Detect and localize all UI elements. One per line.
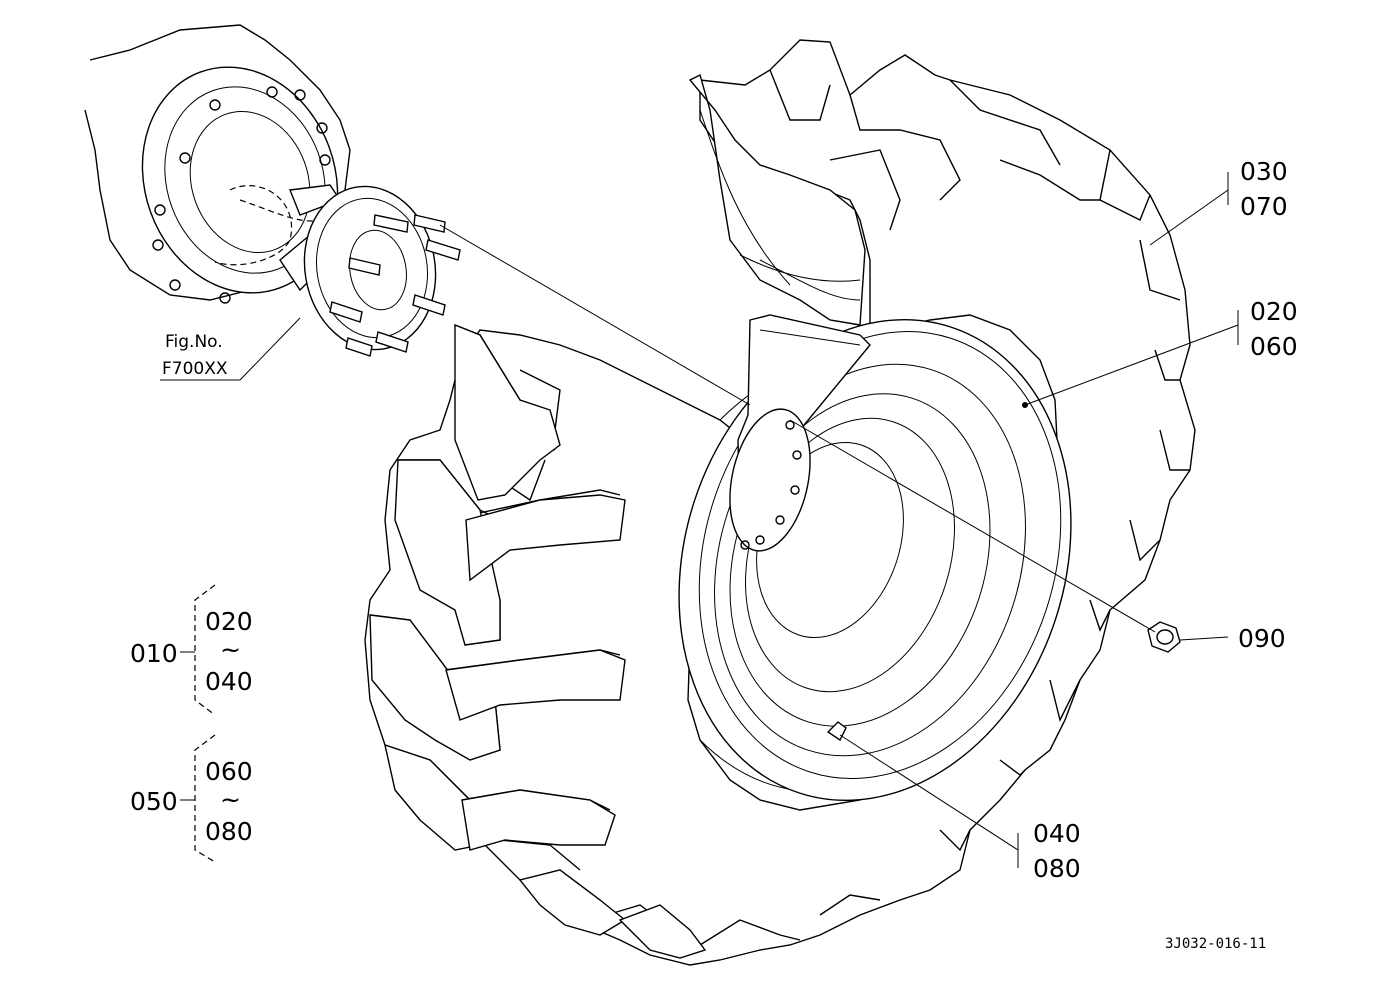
callout-tire-030: 030 <box>1240 157 1288 186</box>
tire-front-lugs <box>369 323 707 959</box>
callout-tire-070: 070 <box>1240 192 1288 221</box>
callout-valve-040: 040 <box>1033 819 1081 848</box>
axle-hub-assembly <box>84 24 461 357</box>
bolt-hole <box>775 515 785 525</box>
assembly-id: 010 <box>130 639 178 668</box>
bolt-hole <box>740 540 750 550</box>
drawing-number: 3J032-016-11 <box>1165 936 1266 952</box>
callout-labels: 030 070 020 060 090 040 080 Fig.No. F700… <box>130 157 1298 952</box>
tire-cutaway <box>688 73 866 326</box>
bolt-hole <box>755 535 765 545</box>
callout-nut-090: 090 <box>1238 624 1286 653</box>
bolt-hole <box>785 420 795 430</box>
assembly-range-to: 040 <box>205 667 253 696</box>
assembly-range-tilde: ~ <box>220 635 241 664</box>
wheel-studs <box>329 214 461 357</box>
wheel-nut <box>1147 621 1181 653</box>
leader-lines <box>160 172 1239 868</box>
assembly-range-tilde: ~ <box>220 785 241 814</box>
callout-rim-020: 020 <box>1250 297 1298 326</box>
assembly-range-to: 080 <box>205 817 253 846</box>
bolt-hole <box>792 450 802 460</box>
figure-ref-number: F700XX <box>162 359 228 379</box>
assembly-id: 050 <box>130 787 178 816</box>
wheel-rim <box>678 314 1072 801</box>
bolt-hole <box>790 485 800 495</box>
callout-valve-080: 080 <box>1033 854 1081 883</box>
assembly-range-from: 020 <box>205 607 253 636</box>
figure-ref-label: Fig.No. <box>165 332 223 352</box>
callout-rim-060: 060 <box>1250 332 1298 361</box>
assembly-range-from: 060 <box>205 757 253 786</box>
